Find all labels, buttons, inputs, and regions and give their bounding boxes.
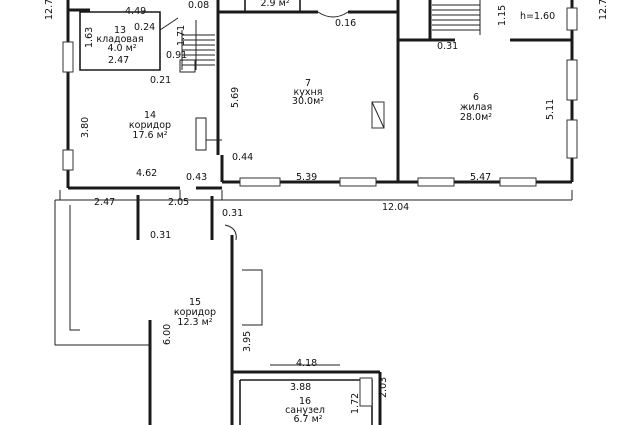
dim-5-47: 5.47 bbox=[470, 172, 491, 183]
dim-0-16: 0.16 bbox=[335, 18, 356, 29]
room-7-name: кухня bbox=[294, 87, 323, 98]
dim-12-04: 12.04 bbox=[382, 202, 409, 213]
room-6-number: 6 bbox=[473, 92, 479, 103]
room-15-name: коридор bbox=[174, 307, 216, 318]
room-6-area: 28.0м² bbox=[460, 112, 492, 123]
dim-1-15: 1.15 bbox=[497, 5, 508, 26]
room-13-number: 13 bbox=[114, 25, 126, 36]
dim-2-47-mid: 2.47 bbox=[94, 197, 115, 208]
top-room-area: 2.9 м² bbox=[260, 0, 289, 9]
dim-0-31-top: 0.31 bbox=[437, 41, 458, 52]
dim-3-95: 3.95 bbox=[242, 331, 253, 352]
room-15-area: 12.3 м² bbox=[177, 317, 212, 328]
dim-0-91: 0.91 bbox=[166, 50, 187, 61]
room-14-number: 14 bbox=[144, 110, 156, 121]
dim-2-03: 2.03 bbox=[378, 377, 389, 398]
doors-upper bbox=[159, 11, 385, 151]
dim-3-88: 3.88 bbox=[290, 382, 311, 393]
dim-1-71: 1.71 bbox=[176, 25, 187, 46]
dim-0-44: 0.44 bbox=[232, 152, 253, 163]
dim-4-62: 4.62 bbox=[136, 168, 157, 179]
dimension-lines bbox=[55, 190, 573, 366]
dim-4-49: 4.49 bbox=[125, 6, 146, 17]
dim-12-7: 12.7 bbox=[598, 0, 609, 20]
room-16-number: 16 bbox=[299, 396, 311, 407]
dim-5-11: 5.11 bbox=[545, 99, 556, 120]
dim-2-05: 2.05 bbox=[168, 197, 189, 208]
dim-0-08: 0.08 bbox=[188, 0, 209, 11]
dim-0-31-left: 0.31 bbox=[150, 230, 171, 241]
room-16-area: 6.7 м² bbox=[293, 414, 322, 425]
dim-6-00: 6.00 bbox=[162, 324, 173, 345]
dim-5-39: 5.39 bbox=[296, 172, 317, 183]
stairs-left bbox=[181, 20, 215, 70]
room-14-name: коридор bbox=[129, 120, 171, 131]
dim-4-18: 4.18 bbox=[296, 358, 317, 369]
dim-0-24: 0.24 bbox=[134, 22, 155, 33]
stairs-right bbox=[432, 0, 481, 35]
dim-0-31-mid: 0.31 bbox=[222, 208, 243, 219]
room-13-area: 4.0 м² bbox=[107, 43, 136, 54]
dim-5-69: 5.69 bbox=[230, 87, 241, 108]
dim-1-72: 1.72 bbox=[350, 393, 361, 414]
dim-0-43: 0.43 bbox=[186, 172, 207, 183]
lower-walls bbox=[54, 195, 382, 425]
dim-12-73: 12.73 bbox=[44, 0, 55, 20]
room-13-name: кладовая bbox=[96, 34, 143, 45]
room-7-number: 7 bbox=[305, 78, 311, 89]
room-7-area: 30.0м² bbox=[292, 96, 324, 107]
room-16-name: санузел bbox=[285, 405, 325, 416]
room-14-area: 17.6 м² bbox=[132, 130, 167, 141]
windows-upper bbox=[62, 7, 578, 187]
ceiling-height-label: h=1.60 bbox=[520, 11, 555, 22]
dim-2-47-top: 2.47 bbox=[108, 55, 129, 66]
dim-3-80: 3.80 bbox=[80, 117, 91, 138]
dim-1-63: 1.63 bbox=[84, 27, 95, 48]
dim-0-21: 0.21 bbox=[150, 75, 171, 86]
room-15-number: 15 bbox=[189, 297, 201, 308]
room-6-name: жилая bbox=[460, 102, 492, 113]
